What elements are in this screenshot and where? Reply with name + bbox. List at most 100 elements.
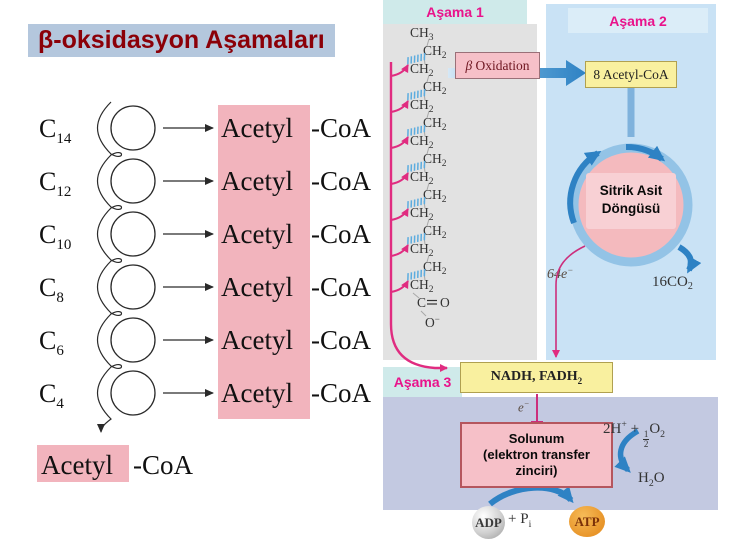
coa-suffix: -CoA: [311, 219, 372, 249]
cleavage-arrow: [390, 172, 409, 185]
bond: [426, 254, 430, 263]
cleavage-mark: [407, 268, 426, 281]
chain-carbon: CH2: [423, 259, 447, 277]
cleavage-arrow: [390, 64, 409, 77]
cycle-to-co2-arrow: [677, 244, 702, 274]
fatty-acid-chain-diagram: CH3CH2CH2CH2CH2CH2CH2CH2CH2CH2CH2CH2CH2C…: [389, 25, 450, 372]
water-label: H2O: [638, 470, 665, 489]
cleavage-mark: [407, 88, 426, 101]
acetyl-coa-8-box: 8 Acetyl-CoA: [585, 61, 677, 88]
chain-carbon: CH2: [410, 277, 434, 295]
spiral-loop: [110, 158, 156, 204]
citric-acid-cycle-diagram: Sitrik Asit Döngüsü 16CO2 64e−: [547, 85, 702, 358]
chain-carbon: CH3: [410, 25, 434, 43]
cleavage-mark: [407, 160, 426, 173]
stage3-label: Aşama 3: [393, 374, 452, 390]
adp-circle: ADP: [472, 506, 505, 539]
cycle-arrow-top: [625, 143, 666, 162]
carbonyl-oxygen: O: [440, 295, 450, 310]
carbon-label: C14: [39, 114, 72, 147]
carboxylate-oxygen: O−: [425, 314, 440, 330]
chain-to-nadh-arrow: [389, 62, 448, 372]
nadh-fadh2-box: NADH, FADH2: [460, 362, 613, 393]
carbon-label: C4: [39, 379, 64, 412]
coa-suffix: -CoA: [311, 272, 372, 302]
cycle-label-bg: [586, 173, 676, 229]
coa-suffix: -CoA: [311, 166, 372, 196]
chain-carbon: CH2: [410, 133, 434, 151]
carbon-label: C8: [39, 273, 64, 306]
cleavage-arrow: [390, 208, 409, 221]
carbonyl-carbon: C: [417, 295, 426, 310]
acetyl-word: Acetyl: [221, 378, 293, 408]
final-acetyl-word: Acetyl: [41, 450, 113, 480]
coa-suffix: -CoA: [311, 325, 372, 355]
stage1-label: Aşama 1: [426, 4, 484, 20]
cycle-arrow-left: [567, 150, 602, 225]
atp-circle: ATP: [569, 506, 605, 537]
spiral-loop: [110, 264, 156, 310]
cleavage-arrow: [390, 100, 409, 113]
stage2-header-bg: [568, 8, 708, 33]
respiration-box: Solunum (elektron transfer zinciri): [460, 422, 613, 488]
acetyl-word: Acetyl: [221, 219, 293, 249]
stage1-panel: [383, 24, 537, 360]
cleavage-arrow: [390, 280, 409, 293]
chain-carbon: CH2: [423, 151, 447, 169]
spiral-loop: [110, 105, 156, 151]
acetyl-word: Acetyl: [221, 113, 293, 143]
bond: [426, 218, 430, 227]
carbon-label: C6: [39, 326, 64, 359]
acetyl-word: Acetyl: [221, 272, 293, 302]
stage3-header-bg: [383, 367, 462, 397]
chain-carbon: CH2: [423, 79, 447, 97]
beta-symbol: β: [465, 57, 473, 73]
chain-carbon: CH2: [423, 115, 447, 133]
bond: [426, 38, 430, 47]
stage2-label: Aşama 2: [609, 12, 667, 29]
acetyl-highlight-band: [218, 105, 310, 419]
bond: [426, 146, 430, 155]
chain-carbon: CH2: [410, 61, 434, 79]
chain-carbon: CH2: [423, 43, 447, 61]
chain-carbon: CH2: [410, 97, 434, 115]
carbon-label: C12: [39, 167, 71, 200]
stage1-header-bg: [383, 0, 527, 24]
electrons-to-nadh-arrow: [552, 245, 586, 358]
bond: [426, 110, 430, 119]
oxygen-to-water-arrow: [614, 428, 640, 473]
chain-carbon: CH2: [410, 205, 434, 223]
cycle-label-line2: Döngüsü: [602, 201, 661, 216]
bond: [426, 74, 430, 83]
spiral-loop: [110, 211, 156, 257]
chain-carbon: CH2: [423, 223, 447, 241]
spiral-loop: [110, 370, 156, 416]
chain-carbon: CH2: [410, 169, 434, 187]
nadh-to-respiration-line: [536, 394, 538, 422]
carbon-label: C10: [39, 220, 71, 253]
acetyl-word: Acetyl: [221, 166, 293, 196]
coa-suffix: -CoA: [311, 378, 372, 408]
cleavage-mark: [407, 232, 426, 245]
e-minus-label: e−: [518, 398, 530, 415]
page-title: β-oksidasyon Aşamaları: [28, 24, 335, 57]
spiral-loop: [110, 317, 156, 363]
pi-label: + Pi: [508, 511, 532, 530]
beta-oxidation-box: β Oxidation: [455, 52, 540, 79]
bond: [426, 182, 430, 191]
acetyl-word: Acetyl: [221, 325, 293, 355]
cleavage-mark: [407, 196, 426, 209]
chain-carbon: CH2: [410, 241, 434, 259]
coa-suffix: -CoA: [311, 113, 372, 143]
spiral-chain-line: [97, 101, 123, 433]
cleavage-arrow: [390, 244, 409, 257]
cleavage-mark: [407, 124, 426, 137]
final-coa-suffix: -CoA: [133, 450, 194, 480]
cycle-label-line1: Sitrik Asit: [600, 183, 663, 198]
cleavage-arrow: [390, 136, 409, 149]
cleavage-mark: [407, 52, 426, 65]
